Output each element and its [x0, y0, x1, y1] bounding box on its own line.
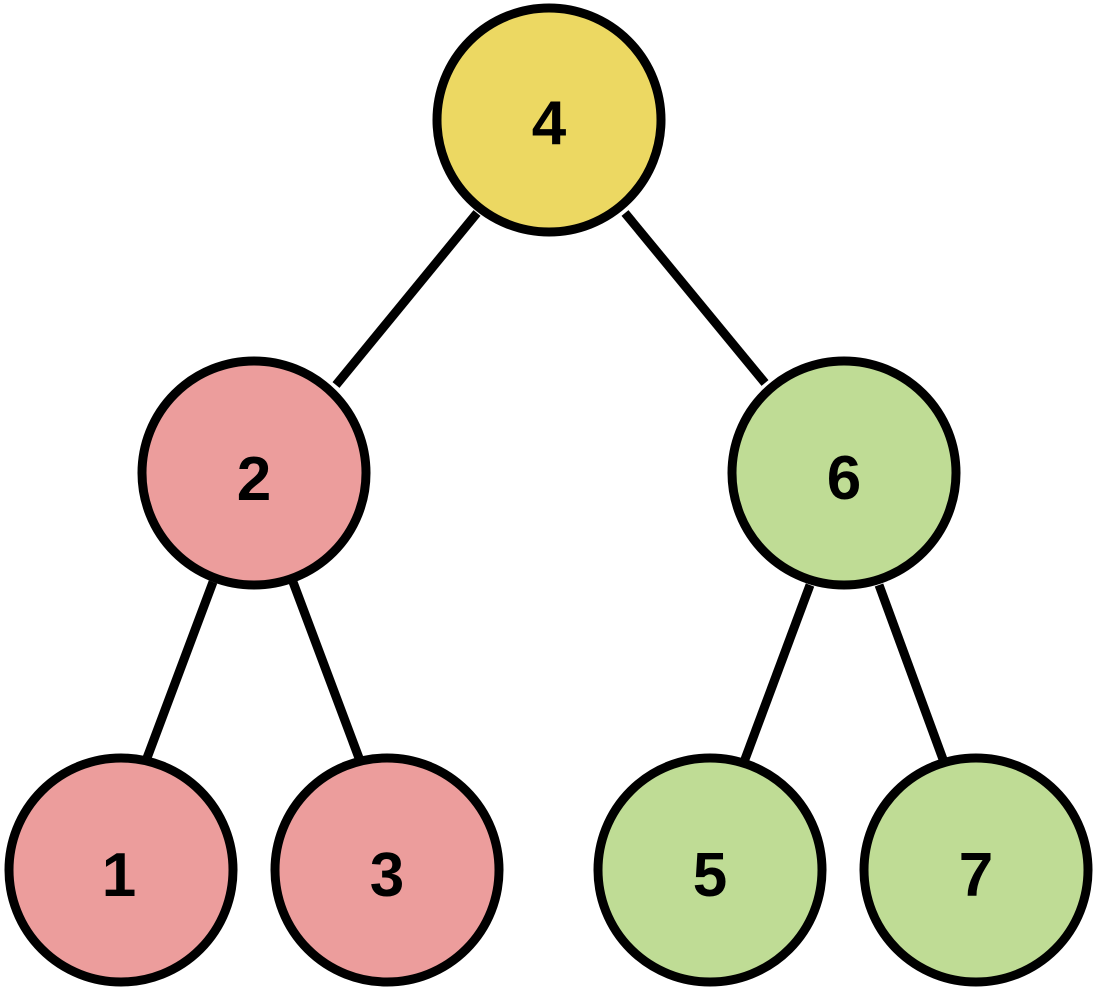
edge-6-7	[874, 583, 949, 764]
tree-node-1: 1	[4, 753, 238, 987]
node-6-circle	[727, 356, 961, 590]
edges-layer	[142, 210, 949, 764]
tree-node-4: 4	[432, 3, 666, 237]
tree-node-7: 7	[859, 753, 1093, 987]
edge-4-6	[621, 210, 769, 386]
tree-node-5: 5	[593, 753, 827, 987]
node-2-circle	[137, 356, 371, 590]
node-1-label: 1	[102, 841, 136, 910]
node-7-label: 7	[959, 841, 993, 910]
node-6-label: 6	[827, 444, 861, 513]
nodes-layer: 4 2 6 1 3 5 7	[4, 3, 1093, 987]
edge-2-1	[142, 580, 218, 760]
node-5-circle	[593, 753, 827, 987]
node-3-circle	[270, 753, 504, 987]
tree-node-6: 6	[727, 356, 961, 590]
node-3-label: 3	[370, 841, 404, 910]
tree-node-3: 3	[270, 753, 504, 987]
node-2-label: 2	[237, 445, 271, 514]
tree-node-2: 2	[137, 356, 371, 590]
node-4-label: 4	[532, 89, 567, 158]
edge-4-2	[332, 210, 481, 388]
node-1-circle	[4, 753, 238, 987]
node-7-circle	[859, 753, 1093, 987]
edge-2-3	[288, 580, 364, 760]
edge-6-5	[739, 583, 815, 764]
node-4-circle	[432, 3, 666, 237]
node-5-label: 5	[693, 841, 727, 910]
